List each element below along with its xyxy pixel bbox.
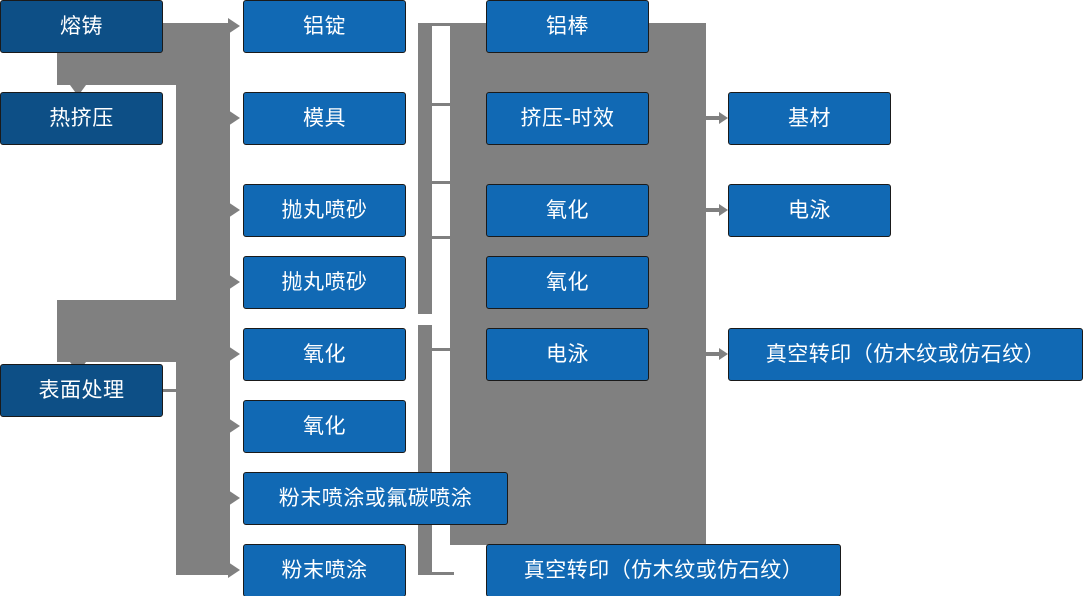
- process-label: 电泳: [546, 341, 589, 366]
- process-label: 模具: [303, 105, 346, 130]
- process-box-aluminum-bar[interactable]: 铝棒: [486, 0, 649, 53]
- stage-box-hot-extrusion[interactable]: 热挤压: [0, 90, 163, 145]
- arrow-head-icon: [719, 348, 728, 360]
- output-box-vacuum-transfer[interactable]: 真空转印（仿木纹或仿石纹）: [728, 326, 1083, 381]
- flow-arrow-to-edp: [702, 202, 728, 218]
- die-stub-4: [432, 236, 454, 239]
- process-box-electrophoresis-1[interactable]: 电泳: [486, 326, 649, 381]
- process-label: 抛丸喷砂: [281, 197, 368, 222]
- stage-label: 热挤压: [49, 105, 114, 130]
- arrow-shaft: [702, 116, 719, 120]
- band-arrow-to-blast2: [228, 274, 240, 290]
- die-stub-6: [432, 572, 454, 575]
- stage-box-melting[interactable]: 熔铸: [0, 0, 163, 53]
- flow-arrow-to-substrate: [702, 110, 728, 126]
- arrow-shaft: [702, 352, 719, 356]
- die-stub-5: [432, 348, 454, 351]
- process-label: 铝棒: [546, 13, 589, 38]
- process-label: 铝锭: [303, 13, 346, 38]
- process-box-vacuum-transfer-1[interactable]: 真空转印（仿木纹或仿石纹）: [486, 542, 841, 596]
- surface-treatment-link-line: [163, 389, 177, 392]
- die-stub-1: [418, 23, 454, 26]
- stage-label: 表面处理: [38, 377, 125, 402]
- process-box-powder-coating[interactable]: 粉末喷涂: [243, 542, 406, 596]
- die-stub-2: [432, 103, 454, 106]
- process-box-extrusion-aging[interactable]: 挤压-时效: [486, 90, 649, 145]
- process-label: 氧化: [303, 341, 346, 366]
- process-box-oxidation-4[interactable]: 氧化: [486, 254, 649, 309]
- arrow-shaft: [702, 208, 719, 212]
- band-arrow-to-oxide2: [228, 418, 240, 434]
- stage-box-surface-treatment[interactable]: 表面处理: [0, 362, 163, 417]
- process-box-aluminum-ingot[interactable]: 铝锭: [243, 0, 406, 53]
- process-box-oxidation-3[interactable]: 氧化: [486, 182, 649, 237]
- die-selection-band-lower: [418, 325, 432, 575]
- output-box-substrate[interactable]: 基材: [728, 90, 891, 145]
- band-arrow-to-ingot: [228, 18, 240, 34]
- output-label: 真空转印（仿木纹或仿石纹）: [765, 341, 1046, 366]
- process-box-powder-or-fluorocarbon-coating[interactable]: 粉末喷涂或氟碳喷涂: [243, 470, 508, 525]
- process-label: 粉末喷涂: [281, 557, 368, 582]
- process-label: 粉末喷涂或氟碳喷涂: [278, 485, 473, 510]
- process-box-oxidation-2[interactable]: 氧化: [243, 398, 406, 453]
- band-arrow-to-powder: [228, 562, 240, 578]
- process-label: 抛丸喷砂: [281, 269, 368, 294]
- process-label: 挤压-时效: [520, 105, 615, 130]
- output-box-electrophoresis[interactable]: 电泳: [728, 182, 891, 237]
- process-label: 氧化: [303, 413, 346, 438]
- process-box-die[interactable]: 模具: [243, 90, 406, 145]
- melting-down-arrow-icon: [70, 85, 86, 96]
- band-arrow-to-blast1: [228, 202, 240, 218]
- stage-label: 熔铸: [60, 13, 103, 38]
- process-label: 氧化: [546, 269, 589, 294]
- process-box-oxidation-1[interactable]: 氧化: [243, 326, 406, 381]
- process-box-shot-blasting-1[interactable]: 抛丸喷砂: [243, 182, 406, 237]
- surface-treatment-connector-stem: [57, 300, 177, 362]
- band-arrow-to-die: [228, 110, 240, 126]
- melting-to-processes-band-stem: [176, 23, 230, 575]
- arrow-head-icon: [719, 204, 728, 216]
- band-arrow-to-oxide1: [228, 346, 240, 362]
- die-stub-3: [432, 181, 454, 184]
- process-label: 真空转印（仿木纹或仿石纹）: [523, 557, 804, 582]
- arrow-head-icon: [719, 112, 728, 124]
- die-selection-band-upper: [418, 23, 432, 314]
- output-label: 电泳: [788, 197, 831, 222]
- output-label: 基材: [788, 105, 831, 130]
- process-label: 氧化: [546, 197, 589, 222]
- flow-arrow-to-vacuum-transfer: [702, 346, 728, 362]
- band-arrow-to-powder-fluorocarbon: [228, 490, 240, 506]
- process-box-shot-blasting-2[interactable]: 抛丸喷砂: [243, 254, 406, 309]
